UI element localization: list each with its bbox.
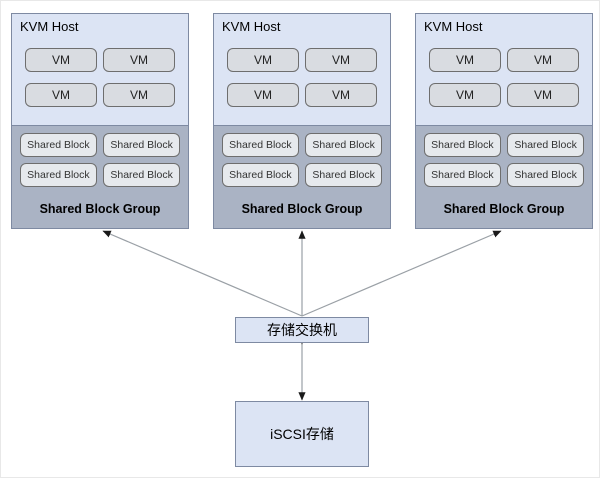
vm-box[interactable]: VM [103, 83, 175, 107]
shared-block[interactable]: Shared Block [103, 163, 180, 187]
shared-block-group-label: Shared Block Group [39, 202, 161, 216]
vm-box[interactable]: VM [429, 83, 501, 107]
shared-block[interactable]: Shared Block [424, 163, 501, 187]
kvm-host-card-1[interactable]: KVM Host VM VM VM VM Shared Block Shared… [11, 13, 189, 229]
vm-box[interactable]: VM [305, 48, 377, 72]
vm-box[interactable]: VM [25, 48, 97, 72]
shared-block-list: Shared Block Shared Block Shared Block S… [416, 126, 592, 193]
shared-block[interactable]: Shared Block [222, 163, 299, 187]
shared-block[interactable]: Shared Block [20, 133, 97, 157]
kvm-host-card-2[interactable]: KVM Host VM VM VM VM Shared Block Shared… [213, 13, 391, 229]
shared-block-group-label: Shared Block Group [443, 202, 565, 216]
host-title: KVM Host [424, 19, 483, 34]
storage-switch-node[interactable]: 存储交换机 [235, 317, 369, 343]
vm-area: VM VM VM VM [416, 42, 592, 138]
shared-block-group: Shared Block Shared Block Shared Block S… [12, 125, 188, 228]
shared-block[interactable]: Shared Block [20, 163, 97, 187]
shared-block-group: Shared Block Shared Block Shared Block S… [416, 125, 592, 228]
vm-box[interactable]: VM [507, 83, 579, 107]
shared-block[interactable]: Shared Block [103, 133, 180, 157]
vm-box[interactable]: VM [227, 83, 299, 107]
connector-switch-host-3 [301, 230, 502, 317]
shared-block[interactable]: Shared Block [222, 133, 299, 157]
shared-block[interactable]: Shared Block [507, 163, 584, 187]
shared-block-group: Shared Block Shared Block Shared Block S… [214, 125, 390, 228]
connector-switch-host-1 [102, 230, 303, 317]
storage-switch-label: 存储交换机 [267, 322, 337, 338]
vm-area: VM VM VM VM [214, 42, 390, 138]
shared-block-list: Shared Block Shared Block Shared Block S… [12, 126, 188, 193]
vm-box[interactable]: VM [103, 48, 175, 72]
host-title: KVM Host [20, 19, 79, 34]
shared-block[interactable]: Shared Block [305, 163, 382, 187]
vm-box[interactable]: VM [305, 83, 377, 107]
iscsi-storage-node[interactable]: iSCSI存储 [235, 401, 369, 467]
shared-block[interactable]: Shared Block [507, 133, 584, 157]
kvm-host-card-3[interactable]: KVM Host VM VM VM VM Shared Block Shared… [415, 13, 593, 229]
host-title: KVM Host [222, 19, 281, 34]
vm-box[interactable]: VM [25, 83, 97, 107]
shared-block-group-label: Shared Block Group [241, 202, 363, 216]
vm-area: VM VM VM VM [12, 42, 188, 138]
vm-box[interactable]: VM [227, 48, 299, 72]
shared-block[interactable]: Shared Block [305, 133, 382, 157]
iscsi-storage-label: iSCSI存储 [270, 426, 334, 442]
vm-box[interactable]: VM [429, 48, 501, 72]
vm-box[interactable]: VM [507, 48, 579, 72]
shared-block[interactable]: Shared Block [424, 133, 501, 157]
shared-block-list: Shared Block Shared Block Shared Block S… [214, 126, 390, 193]
